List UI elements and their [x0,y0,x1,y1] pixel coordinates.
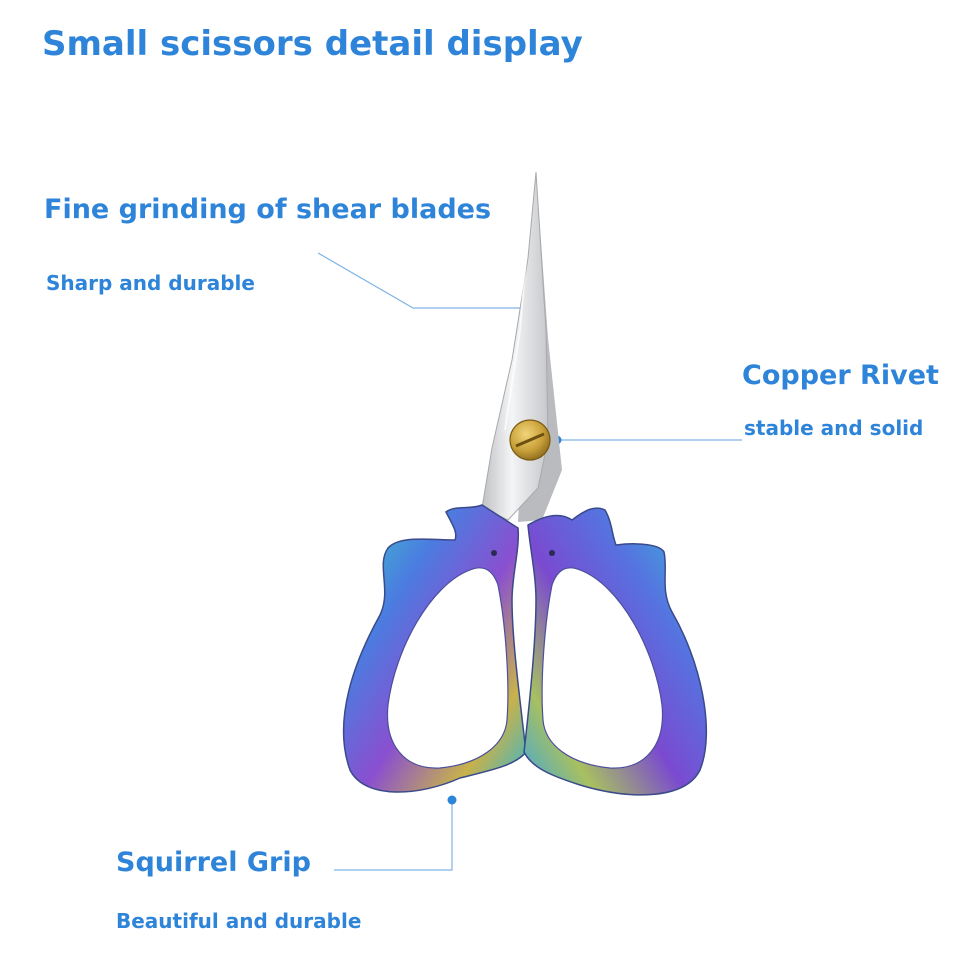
left-handle [342,504,527,793]
callout-grip-heading: Squirrel Grip [116,847,311,878]
page-title: Small scissors detail display [42,24,583,64]
copper-rivet [509,419,551,461]
callout-rivet-heading: Copper Rivet [742,360,939,391]
blade-front [481,171,549,521]
blade-leader-line [317,252,537,309]
callout-grip-sub: Beautiful and durable [116,909,362,933]
callout-blade-sub: Sharp and durable [46,271,255,295]
callout-blade-heading: Fine grinding of shear blades [44,194,492,225]
callout-rivet-sub: stable and solid [744,416,924,440]
leader-lines [317,252,742,871]
right-handle [523,507,708,796]
grip-marker-dot [447,795,457,805]
grip-leader-line [334,800,453,871]
